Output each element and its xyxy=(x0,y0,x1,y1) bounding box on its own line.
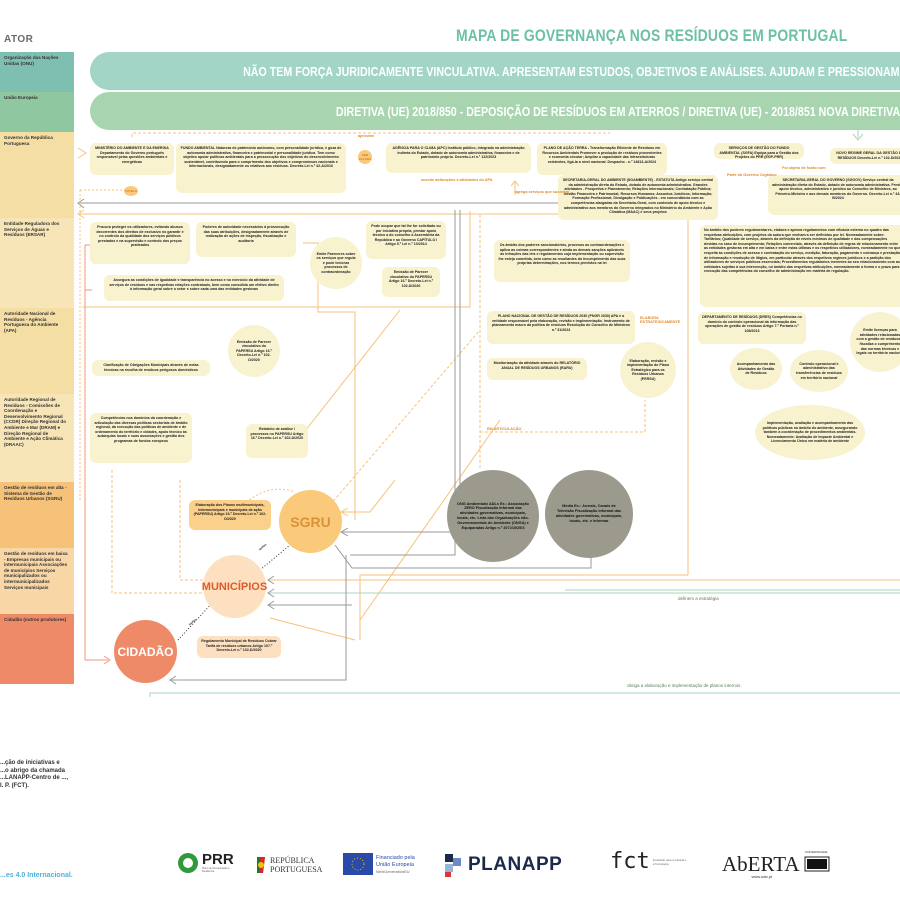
box-ersar-igualdade: Assegura as condições de igualdade e tra… xyxy=(104,275,284,301)
node-municipios: MUNICÍPIOS xyxy=(202,555,267,618)
lane-governo: Governo da República Portuguesa xyxy=(0,132,74,218)
republica-icon xyxy=(257,857,265,873)
line-aprovam xyxy=(131,132,610,137)
logo-eu: Financiado pela União Europeia NextGener… xyxy=(343,853,424,875)
logo-planapp: PLANAPP xyxy=(443,852,562,878)
logo-republica: REPÚBLICA PORTUGUESA xyxy=(255,855,326,875)
lane-ersar: Entidade Reguladora dos Serviços de Água… xyxy=(0,218,74,308)
circle-media: Media Ex.: Jornais, Canais de Televisão … xyxy=(545,470,633,558)
logo-uab-sup: UNIVERSIDADE xyxy=(805,850,828,854)
label-sucede: sucede atribuições e atividades do APA xyxy=(421,178,493,182)
node-sgru: SGRU xyxy=(279,490,342,553)
box-apa-sancionatorios: Os âmbito dos poderes sancionatórios, pr… xyxy=(494,240,630,282)
line-ersar-cidadao xyxy=(84,245,108,661)
lane-apa: Autoridade Nacional de Resíduos - Agênci… xyxy=(0,308,74,394)
logo-uab: UNIVERSIDADE AbERTA www.uab.pt xyxy=(722,850,830,879)
circle-persu: Elaboração, revisão e implementação do P… xyxy=(620,342,676,398)
ator-header: ATOR xyxy=(4,34,34,45)
arrow-ministerio xyxy=(77,147,87,159)
box-fundo-ambiental: FUNDO AMBIENTAL Natureza de património a… xyxy=(176,143,346,193)
box-agencia-clima: AGÊNCIA PARA O CLIMA (APC) Instituto púb… xyxy=(386,143,531,173)
band-onu: NÃO TEM FORÇA JURIDICAMENTE VINCULATIVA.… xyxy=(90,52,900,90)
box-secretaria-governo: SECRETARIA-GERAL DO GOVERNO (SGGOV) Serv… xyxy=(768,175,900,215)
box-competencias-ccdr: Competências nos domínios da coordenação… xyxy=(90,413,192,463)
label-foi-objeto: Foi objeto de fusão com xyxy=(782,166,826,170)
box-servicos-gestao: SERVIÇOS DE GESTÃO DO FUNDO AMBIENTAL (S… xyxy=(714,143,804,159)
logo-republica-name: REPÚBLICA PORTUGUESA xyxy=(270,856,323,874)
lane-ue: União Europeia xyxy=(0,92,74,132)
logo-fct-name: fct xyxy=(610,849,650,874)
logo-uab-name: AbERTA xyxy=(722,852,800,876)
circle-licencas: Emite licenças para atividades relaciona… xyxy=(850,312,900,372)
circle-controlo: Controlo operacional e administrativo da… xyxy=(790,350,848,392)
logo-prr-name: PRR xyxy=(202,851,234,868)
box-novo-regime: NOVO REGIME GERAL DA GESTÃO DE RESÍDUOS … xyxy=(830,148,900,164)
logo-prr: PRR Plano de Recuperação e Resiliência xyxy=(177,852,242,874)
label-em-articulacao: EM ARTICULAÇÃO xyxy=(487,427,522,431)
logo-fct: fct Fundação para a Ciência e a Tecnolog… xyxy=(610,849,687,874)
funding-text: ...ção de iniciativas e ...o abrigo da c… xyxy=(0,760,69,789)
box-plano-acao-terra: PLANO DE AÇÃO TERRA - Transformação Efic… xyxy=(537,143,667,175)
lane-cidadao: Cidadão (outros produtores) xyxy=(0,614,74,684)
circle-ong: ONG Ambientais/ ADLs Ex.: Associação ZER… xyxy=(447,470,539,562)
logo-fct-sub: Fundação para a Ciência e a Tecnologia xyxy=(652,857,687,866)
eu-flag-icon xyxy=(343,853,373,875)
box-secretaria-ambiente: SECRETARIA-GERAL DO AMBIENTE (SGAMBIENTE… xyxy=(558,175,718,220)
logo-uab-sub: www.uab.pt xyxy=(751,874,773,879)
license-text: ...es 4.0 Internacional. xyxy=(0,872,73,879)
node-cidadao: CIDADÃO xyxy=(114,620,177,683)
label-parte-orgao: Parte do Governo Orgânico xyxy=(727,173,777,177)
logo-planapp-name: PLANAPP xyxy=(468,854,563,875)
lane-sgru: Gestão de resíduos em alta - Sistema de … xyxy=(0,482,74,548)
page-title: MAPA DE GOVERNANÇA NOS RESÍDUOS EM PORTU… xyxy=(456,26,848,45)
circle-implementacao: Implementação, avaliação e acompanhament… xyxy=(755,405,865,460)
prr-icon xyxy=(178,853,198,873)
box-ersar-parecer: Emissão de Parecer vinculativo do PAPERS… xyxy=(382,267,440,297)
box-apa-regulamentares: No âmbito dos poderes regulamentares, el… xyxy=(700,225,900,307)
label-definem: definem a estratégia xyxy=(678,596,719,601)
circle-acompanhamento: Acompanhamento das Atividades de Gestão … xyxy=(730,348,782,390)
lane-ccdr: Autoridade Regional de Resíduos - Comiss… xyxy=(0,394,74,482)
logo-prr-sub: Plano de Recuperação e Resiliência xyxy=(202,867,230,873)
label-elabora: ELABORA ESTRATEGICAMENTE xyxy=(640,316,681,324)
logo-eu-name: Financiado pela União Europeia xyxy=(376,854,415,868)
label-aprovam: aprovam xyxy=(358,134,374,138)
box-ersar-apoio: Pode ocupar que tal lhe for solicitado o… xyxy=(366,221,446,259)
circle-emissao-parecer: Emissão de Parecer vinculativo do PAPERS… xyxy=(228,325,280,377)
box-pngr: PLANO NACIONAL DE GESTÃO DE RESÍDUOS 203… xyxy=(487,311,635,344)
planapp-icon xyxy=(445,854,461,877)
box-clarificacao: Clarificação de Obrigações Municipais at… xyxy=(92,360,210,376)
box-relatorio-ccdr: Relatório de análise / processos no PAPE… xyxy=(246,424,308,458)
box-ersar-proteger: Procura proteger os utilizadores, evitan… xyxy=(90,222,190,264)
label-agrega: agrega serviços que sucedem xyxy=(515,190,570,194)
band-ue-text: DIRETIVA (UE) 2018/850 - DEPOSIÇÃO DE RE… xyxy=(335,103,900,119)
box-regulamento: Regulamento Municipal de Resíduos Cobrar… xyxy=(197,636,281,658)
uab-mark-icon xyxy=(804,856,830,872)
box-monitorizacao: Monitorização da atividade através do RE… xyxy=(487,358,587,380)
logo-eu-sub: NextGenerationEU xyxy=(376,868,410,874)
circle-ersar-emite: Emite Pareceres sobre os serviços que re… xyxy=(310,237,362,289)
lane-gestao-baixa: Gestão de resíduos em baixa - Empresas m… xyxy=(0,548,74,614)
box-ministerio: MINISTÉRIO DO AMBIENTE E DA ENERGIA Depa… xyxy=(90,143,174,175)
badge-sob-alcada: SOB ALÇADA xyxy=(358,150,372,164)
box-papersu: Elaboração dos Planos multimunicipais, i… xyxy=(189,500,271,530)
badge-tutela: TUTELA xyxy=(124,186,138,196)
band-ue: DIRETIVA (UE) 2018/850 - DEPOSIÇÃO DE RE… xyxy=(90,92,900,130)
label-obriga: obriga a elaboração e implementação de p… xyxy=(627,683,741,688)
box-dres: DEPARTAMENTO DE RESÍDUOS (DRES) Competên… xyxy=(698,312,806,344)
lane-onu: Organização das Nações Unidas (ONU) xyxy=(0,52,74,92)
band-onu-text: NÃO TEM FORÇA JURIDICAMENTE VINCULATIVA.… xyxy=(243,63,900,79)
box-ersar-poderes: Poderes de autoridade necessários à pros… xyxy=(196,222,296,257)
